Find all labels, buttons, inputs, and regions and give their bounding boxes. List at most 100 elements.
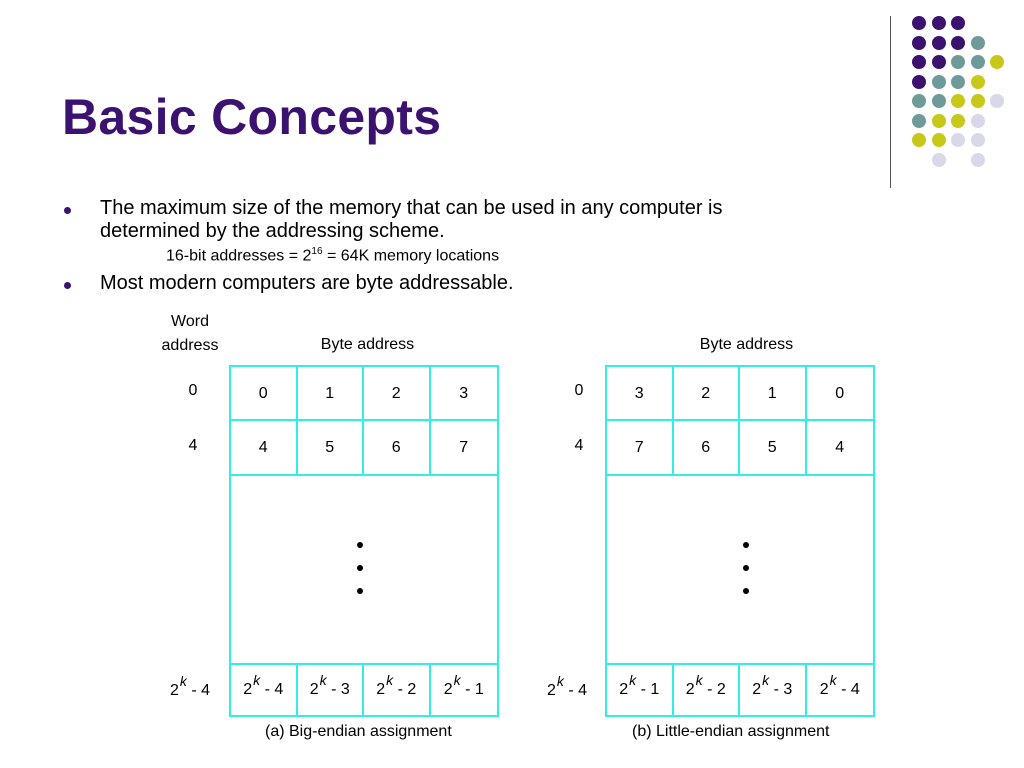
decorative-dot — [970, 133, 985, 147]
table-row: 4 5 6 7 — [231, 421, 497, 475]
row-divider — [231, 663, 497, 665]
byte-cell: 2 — [364, 367, 431, 421]
byte-cell: 5 — [740, 421, 807, 475]
word-address-4-little: 4 — [574, 437, 584, 454]
pow-exp: k — [829, 672, 837, 688]
decorative-dot — [970, 55, 985, 69]
byte-cell: 4 — [835, 439, 845, 456]
word-address-label: Word address — [155, 310, 225, 358]
decorative-dot — [951, 35, 965, 50]
byte-cell: 0 — [835, 385, 845, 402]
decorative-dot — [912, 94, 926, 108]
byte-cell: 2k - 3 — [740, 663, 807, 717]
ellipsis-dot — [357, 542, 363, 548]
decorative-dot — [951, 133, 965, 147]
row-divider — [231, 474, 497, 476]
pow-tail: - 3 — [331, 681, 350, 698]
decorative-dot — [912, 35, 926, 50]
byte-cell: 4 — [231, 421, 298, 475]
pow-base: 2 — [309, 681, 319, 698]
little-endian-caption: (b) Little-endian assignment — [632, 723, 830, 740]
pow-exp: k — [629, 672, 637, 688]
byte-cell: 2k - 1 — [607, 663, 674, 717]
word-address-last-little: 2k - 4 — [541, 673, 593, 700]
pow-tail: - 4 — [264, 681, 284, 698]
pow-base: 2 — [169, 682, 179, 699]
decorative-dot — [951, 55, 965, 69]
pow-tail: - 2 — [397, 681, 417, 698]
decorative-dot — [931, 74, 946, 89]
byte-cell: 1 — [298, 367, 364, 421]
pow-base: 2 — [443, 681, 453, 698]
decorative-dot — [970, 94, 985, 108]
table-row: 0 1 2 3 — [231, 367, 497, 421]
pow-exp: k — [453, 672, 461, 688]
pow-exp: k — [179, 673, 187, 689]
ellipsis-dot — [743, 588, 749, 594]
byte-cell: 5 — [298, 421, 364, 475]
pow-tail: - 1 — [465, 681, 484, 698]
ellipsis-dot — [357, 565, 363, 571]
decorative-dot — [951, 94, 965, 108]
table-row: 3 2 1 0 — [607, 367, 873, 421]
byte-cell: 2k - 4 — [807, 663, 874, 717]
row-divider — [607, 474, 873, 476]
row-divider — [607, 663, 873, 665]
bullet-1: The maximum size of the memory that can … — [100, 197, 890, 243]
bullet-1-line2: determined by the addressing scheme. — [100, 220, 445, 242]
sub-point-suffix: = 64K memory locations — [322, 247, 500, 265]
ellipsis-dot — [743, 565, 749, 571]
bullet-2: Most modern computers are byte addressab… — [100, 272, 514, 294]
word-address-label-line2: address — [161, 337, 219, 354]
byte-cell: 2k - 4 — [231, 663, 298, 717]
decorative-dot — [951, 74, 965, 89]
bullet-icon — [64, 207, 71, 214]
pow-base: 2 — [819, 681, 829, 698]
big-endian-caption: (a) Big-endian assignment — [265, 723, 452, 740]
table-row: 7 6 5 4 — [607, 421, 873, 475]
decorative-dot — [931, 35, 946, 50]
decorative-dot — [970, 152, 985, 167]
sub-point-prefix: 16-bit addresses = 2 — [166, 247, 312, 265]
decorative-dot — [931, 16, 946, 30]
decorative-dot — [912, 55, 926, 69]
decorative-dot — [931, 152, 946, 167]
decorative-dot — [970, 35, 985, 50]
decorative-dot — [912, 74, 926, 89]
table-row: 2k - 4 2k - 3 2k - 2 2k - 1 — [231, 663, 497, 717]
pow-exp: k — [695, 672, 703, 688]
byte-cell: 2k - 1 — [431, 663, 498, 717]
pow-tail: - 1 — [640, 681, 660, 698]
byte-cell: 7 — [459, 439, 469, 456]
pow-base: 2 — [376, 681, 386, 698]
decorative-dot — [931, 113, 946, 128]
decorative-dot — [912, 16, 926, 30]
word-address-4-big: 4 — [188, 437, 198, 454]
byte-cell: 3 — [607, 367, 674, 421]
ellipsis-dot — [357, 588, 363, 594]
decorative-vertical-line — [890, 16, 891, 188]
decorative-dot — [931, 94, 946, 108]
decorative-dot — [970, 74, 985, 89]
decorative-dot — [912, 133, 926, 147]
pow-exp: k — [253, 672, 261, 688]
pow-tail: - 4 — [568, 682, 588, 699]
word-address-last-big: 2k - 4 — [164, 673, 216, 700]
pow-exp: k — [386, 672, 394, 688]
slide-title: Basic Concepts — [62, 89, 442, 145]
byte-cell: 1 — [740, 367, 807, 421]
pow-base: 2 — [619, 681, 629, 698]
word-address-0-little: 0 — [574, 382, 584, 399]
pow-tail: - 4 — [841, 681, 860, 698]
decorative-dot — [990, 55, 1004, 69]
byte-cell: 2k - 3 — [298, 663, 364, 717]
pow-exp: k — [556, 673, 564, 689]
little-endian-table: 3 2 1 0 7 6 5 4 2k - 1 2k - 2 2k - 3 2k … — [605, 365, 875, 717]
word-address-label-line1: Word — [171, 313, 209, 330]
byte-cell: 2k - 2 — [364, 663, 431, 717]
pow-base: 2 — [243, 681, 253, 698]
pow-exp: k — [762, 672, 770, 688]
byte-cell: 6 — [364, 421, 431, 475]
byte-cell: 2 — [674, 367, 740, 421]
sub-point-exponent: 16 — [311, 246, 323, 257]
